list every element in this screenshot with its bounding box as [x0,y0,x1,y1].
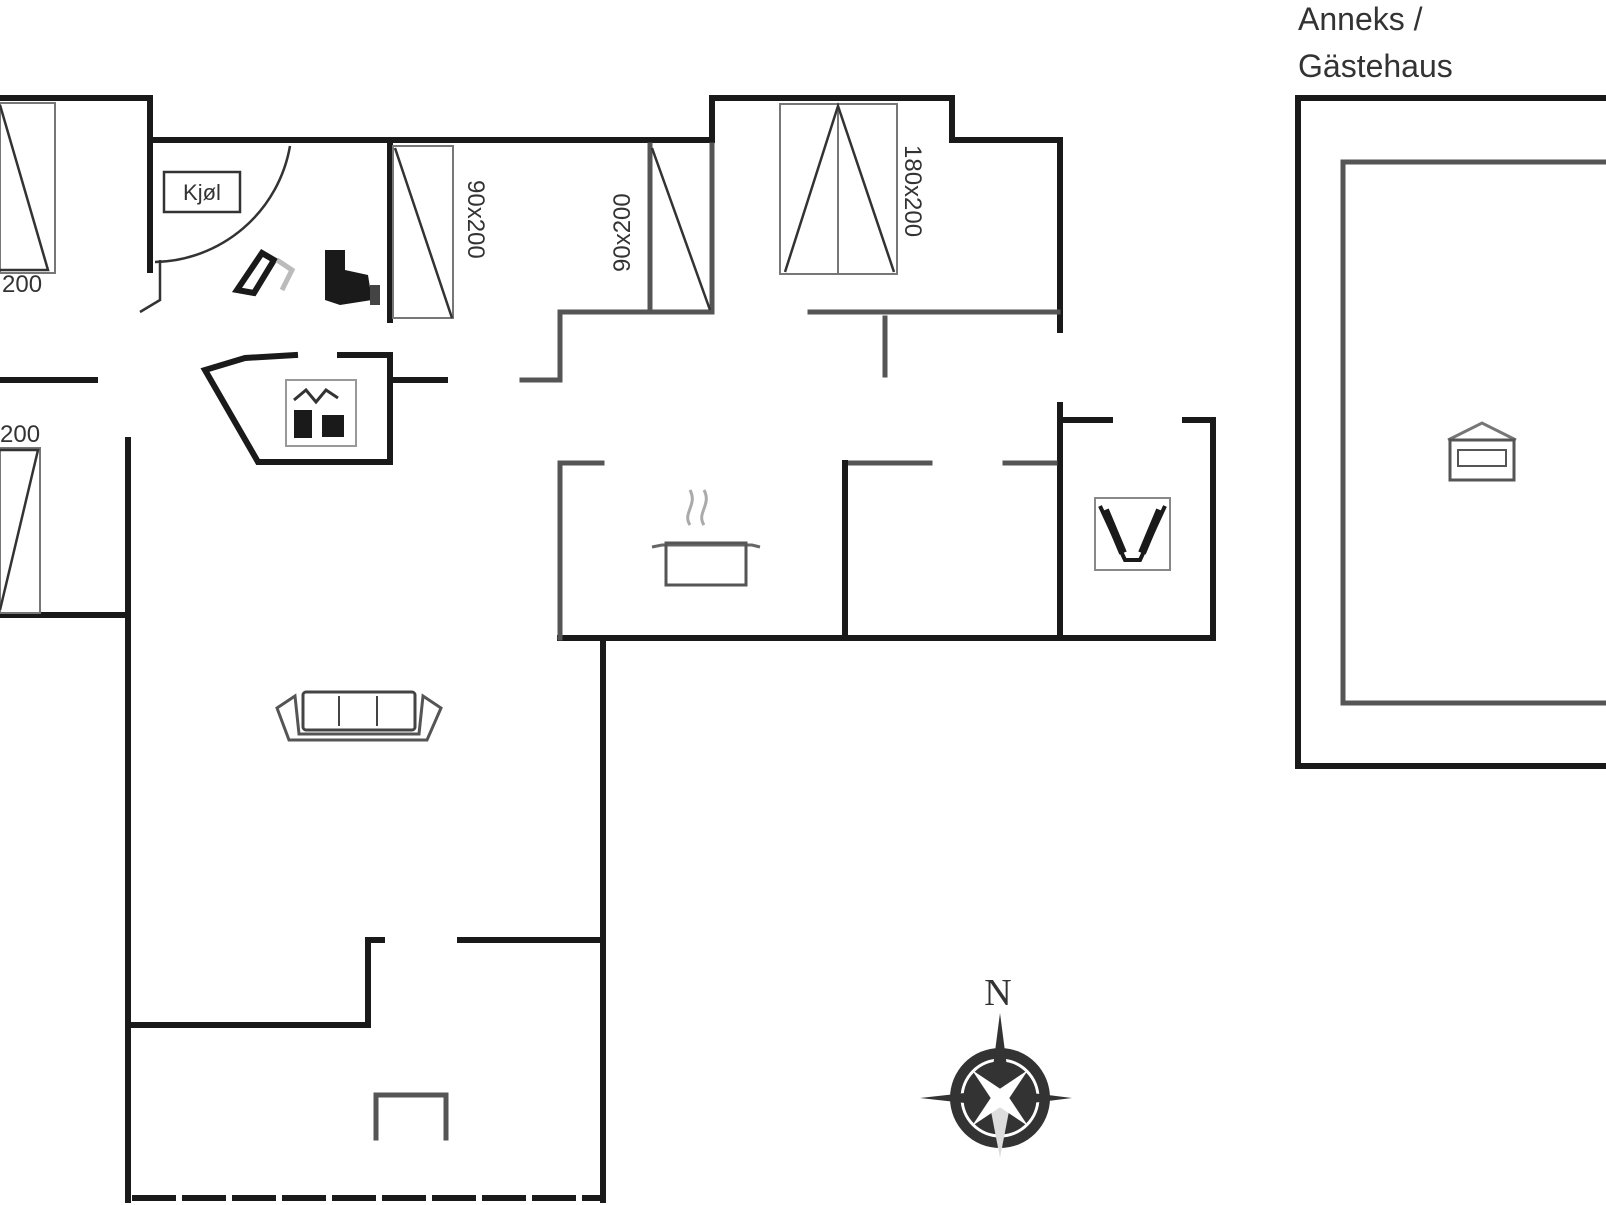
fireplace-icon [1094,497,1171,571]
annex-building [1295,95,1606,769]
bed-dimension-mid-left: 200 [0,421,40,448]
bed-top-left: 200 [0,102,56,298]
storage-fridge: Kjøl [162,170,242,214]
sofa-icon [275,690,443,742]
bed-mid-left: 200 [0,421,41,614]
bed-dimension-top-left: 200 [2,271,42,298]
door-jamb [139,260,162,314]
bed-dimension-b: 90x200 [609,193,636,272]
compass-rose-icon [920,1013,1072,1158]
bed-dimension-a: 90x200 [462,180,489,259]
exterior-walls [0,95,1216,1203]
shower-icon [231,248,296,297]
compass-north-label: N [984,972,1011,1014]
bed-dimension-c: 180x200 [899,145,926,237]
toilet-icon [325,250,380,305]
annex-title-line2: Gästehaus [1298,48,1453,84]
annex-bed-icon [1447,421,1517,482]
storage-label: Kjøl [183,180,221,205]
sauna-icon [285,379,357,447]
annex-title-line1: Anneks / [1298,1,1423,37]
cooking-pot-icon [651,489,761,587]
bed-a: 90x200 [392,145,489,319]
bed-c: 180x200 [779,101,926,275]
table-icon [373,1092,449,1141]
interior-walls [0,137,1061,1028]
bed-b: 90x200 [609,147,712,311]
door-swing [154,145,292,264]
